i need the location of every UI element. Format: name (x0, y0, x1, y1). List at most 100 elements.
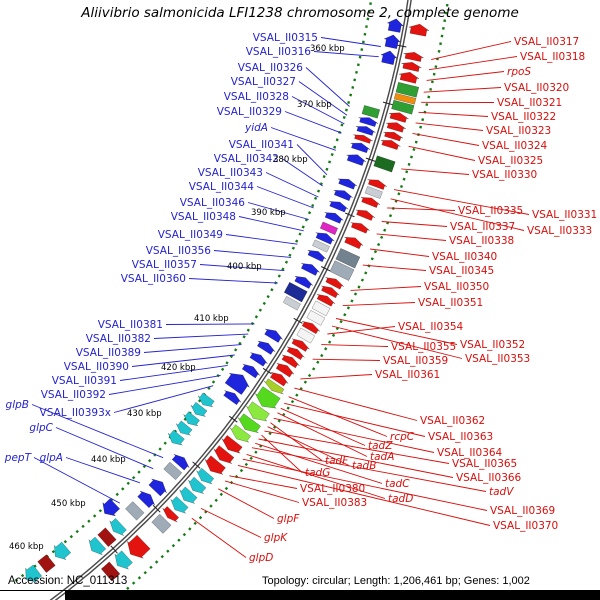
gene-block[interactable] (148, 478, 167, 497)
gene-block[interactable] (213, 445, 235, 464)
gene-block[interactable] (175, 420, 193, 436)
gene-label[interactable]: VSAL_II0365 (452, 458, 517, 470)
gene-label[interactable]: VSAL_II0343 (198, 167, 263, 179)
gene-block[interactable] (53, 541, 72, 561)
gene-block[interactable] (241, 363, 261, 379)
gene-label[interactable]: VSAL_II0383 (302, 497, 367, 509)
gene-block[interactable] (315, 232, 335, 245)
gene-label[interactable]: tadC (385, 478, 410, 490)
gene-block[interactable] (399, 71, 420, 84)
gene-block[interactable] (388, 112, 409, 123)
gene-block[interactable] (306, 309, 326, 326)
gene-label[interactable]: VSAL_II0360 (121, 273, 186, 285)
gene-label[interactable]: VSAL_II0324 (482, 140, 548, 152)
gene-block[interactable] (275, 363, 295, 378)
gene-label[interactable]: VSAL_II0354 (398, 321, 464, 333)
gene-block[interactable] (37, 554, 56, 573)
gene-label[interactable]: glpK (264, 532, 288, 544)
gene-label[interactable]: VSAL_II0341 (229, 139, 294, 151)
gene-block[interactable] (102, 498, 121, 517)
gene-block[interactable] (171, 454, 190, 471)
gene-block[interactable] (335, 248, 361, 269)
gene-block[interactable] (333, 189, 353, 202)
gene-block[interactable] (286, 346, 305, 361)
gene-label[interactable]: VSAL_II0389 (76, 347, 141, 359)
gene-block[interactable] (361, 105, 381, 119)
gene-label[interactable]: VSAL_II0357 (132, 259, 197, 271)
gene-block[interactable] (183, 411, 200, 427)
gene-block[interactable] (386, 122, 406, 133)
gene-label[interactable]: VSAL_II0337 (450, 221, 515, 233)
gene-label[interactable]: rpoS (507, 66, 531, 78)
gene-block[interactable] (383, 34, 402, 49)
gene-label[interactable]: VSAL_II0328 (224, 91, 289, 103)
gene-label[interactable]: rcpC (390, 431, 415, 443)
gene-block[interactable] (350, 222, 370, 234)
gene-label[interactable]: tadV (489, 486, 514, 498)
gene-block[interactable] (346, 154, 367, 166)
gene-block[interactable] (197, 392, 215, 408)
gene-block[interactable] (307, 249, 327, 263)
gene-block[interactable] (283, 281, 308, 303)
gene-block[interactable] (114, 550, 133, 570)
gene-label[interactable]: pepT (4, 452, 33, 464)
gene-label[interactable]: glpF (277, 513, 300, 525)
gene-block[interactable] (264, 328, 283, 343)
gene-block[interactable] (300, 263, 320, 276)
horizontal-scrollbar[interactable] (65, 591, 600, 600)
gene-label[interactable]: glpB (6, 399, 29, 411)
gene-label[interactable]: tadA (370, 451, 394, 463)
gene-block[interactable] (125, 501, 145, 521)
gene-label[interactable]: VSAL_II0321 (497, 97, 562, 109)
gene-label[interactable]: VSAL_II0393x (40, 407, 111, 419)
gene-block[interactable] (380, 50, 398, 65)
gene-label[interactable]: tadB (352, 460, 376, 472)
gene-label[interactable]: VSAL_II0315 (253, 32, 318, 44)
gene-block[interactable] (188, 476, 207, 494)
gene-block[interactable] (312, 239, 330, 253)
gene-block[interactable] (204, 455, 226, 475)
gene-block[interactable] (393, 92, 417, 105)
gene-label[interactable]: VSAL_II0349 (158, 229, 223, 241)
gene-label[interactable]: VSAL_II0361 (375, 369, 440, 381)
gene-block[interactable] (97, 527, 117, 548)
gene-label[interactable]: VSAL_II0359 (383, 355, 448, 367)
gene-label[interactable]: tadG (305, 467, 330, 479)
gene-block[interactable] (255, 386, 281, 409)
gene-block[interactable] (281, 354, 300, 369)
gene-label[interactable]: VSAL_II0331 (532, 209, 597, 221)
gene-label[interactable]: VSAL_II0323 (486, 125, 551, 137)
gene-block[interactable] (263, 378, 285, 395)
gene-block[interactable] (344, 236, 364, 250)
gene-label[interactable]: VSAL_II0318 (520, 51, 585, 63)
gene-block[interactable] (329, 260, 355, 281)
gene-label[interactable]: VSAL_II0351 (418, 297, 483, 309)
gene-label[interactable]: glpA (40, 452, 63, 464)
gene-block[interactable] (294, 275, 314, 289)
gene-block[interactable] (163, 461, 183, 481)
gene-label[interactable]: VSAL_II0350 (424, 281, 489, 293)
gene-block[interactable] (350, 142, 371, 154)
gene-block[interactable] (229, 424, 252, 443)
gene-block[interactable] (358, 117, 379, 127)
gene-label[interactable]: VSAL_II0392 (41, 389, 106, 401)
gene-label[interactable]: VSAL_II0325 (478, 155, 543, 167)
gene-label[interactable]: VSAL_II0366 (456, 472, 522, 484)
gene-block[interactable] (282, 295, 301, 311)
gene-label[interactable]: VSAL_II0345 (429, 265, 494, 277)
gene-block[interactable] (360, 197, 381, 208)
gene-label[interactable]: VSAL_II0330 (472, 169, 537, 181)
gene-label[interactable]: VSAL_II0381 (98, 319, 163, 331)
gene-label[interactable]: VSAL_II0322 (491, 111, 556, 123)
gene-block[interactable] (246, 401, 270, 422)
gene-label[interactable]: VSAL_II0327 (231, 76, 296, 88)
gene-block[interactable] (386, 18, 405, 33)
gene-block[interactable] (367, 179, 387, 190)
gene-block[interactable] (408, 23, 430, 37)
gene-block[interactable] (223, 390, 242, 406)
gene-block[interactable] (137, 490, 155, 509)
gene-label[interactable]: glpC (29, 422, 53, 434)
gene-block[interactable] (395, 81, 420, 98)
gene-block[interactable] (391, 99, 415, 115)
gene-label[interactable]: VSAL_II0356 (146, 245, 212, 257)
